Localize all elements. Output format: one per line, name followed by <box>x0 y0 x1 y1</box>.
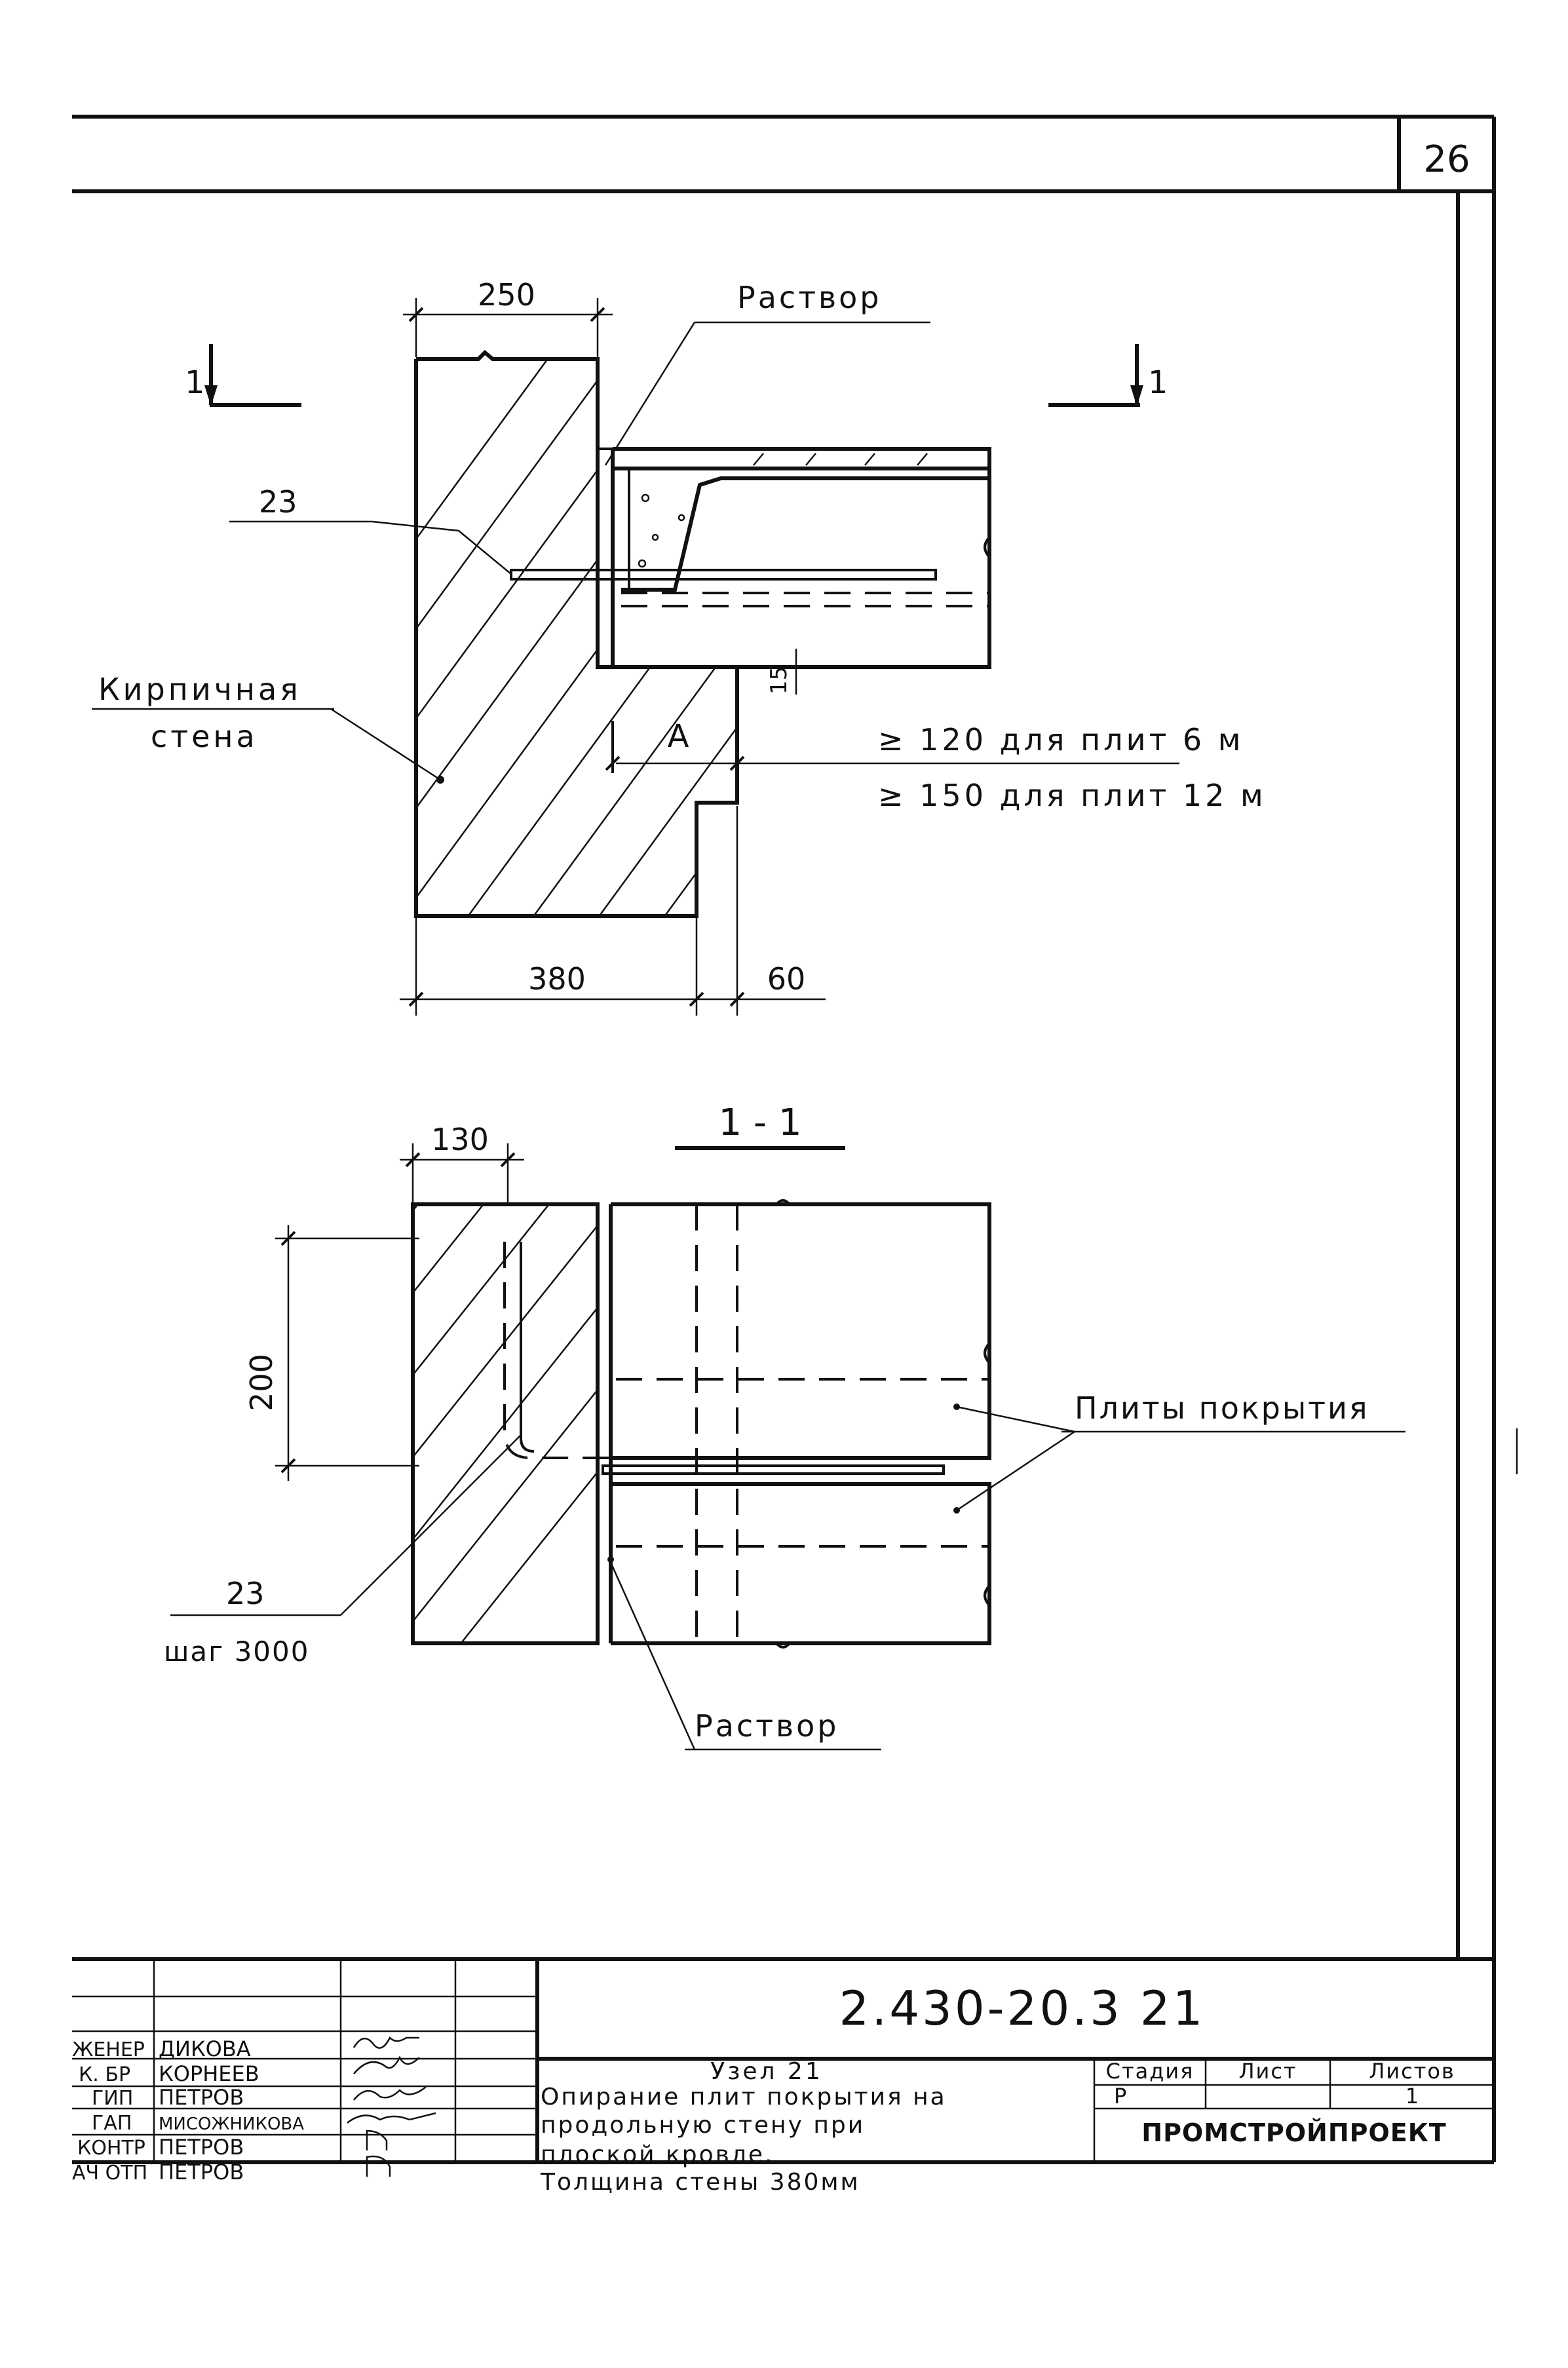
section-mark-right: 1 <box>1048 344 1168 407</box>
note-min-120: ≥ 120 для плит 6 м <box>878 722 1244 757</box>
role-4: ГАП <box>92 2112 132 2135</box>
callout-23-section: 23 <box>226 1576 265 1611</box>
role-3: ГИП <box>92 2087 133 2110</box>
top-detail: 250 Раствор 1 1 23 Кирпичная стена <box>92 277 1267 1016</box>
name-4: МИСОЖНИКОВА <box>159 2114 304 2134</box>
name-6: ПЕТРОВ <box>159 2160 244 2185</box>
dimension-15: 15 <box>766 666 792 695</box>
section-wall-hatch <box>413 1204 598 1643</box>
title-block: 2.430-20.3 21 ЖЕНЕР К. БР ГИП ГАП КОНТР … <box>72 1957 1494 2196</box>
sheets-header: Листов <box>1369 2059 1455 2084</box>
role-5: КОНТР <box>77 2137 145 2160</box>
callout-23-top: 23 <box>259 484 297 520</box>
section-mark-left: 1 <box>185 344 301 407</box>
dimension-380: 380 <box>528 961 586 997</box>
description-line-3: плоской кровле. <box>541 2141 774 2168</box>
role-2: К. БР <box>79 2063 130 2086</box>
name-5: ПЕТРОВ <box>159 2135 244 2160</box>
dimension-250: 250 <box>478 277 535 313</box>
sheet-number: 26 <box>1423 138 1470 181</box>
document-code: 2.430-20.3 21 <box>839 1981 1206 2036</box>
section-title: 1 - 1 <box>718 1101 801 1144</box>
concrete-fill-marks <box>638 453 928 568</box>
role-column: ЖЕНЕР К. БР ГИП ГАП КОНТР АЧ ОТП <box>72 2038 147 2185</box>
slab-lower <box>611 1482 991 1645</box>
svg-text:1: 1 <box>1148 364 1168 401</box>
slab-upper <box>611 1202 991 1460</box>
label-brick-wall-1: Кирпичная <box>98 672 301 707</box>
sheet-header: Лист <box>1238 2059 1297 2084</box>
dimension-130: 130 <box>431 1122 489 1157</box>
node-title: Узел 21 <box>710 2058 823 2085</box>
section-1-1: 1 - 1 130 <box>164 1101 1405 1751</box>
svg-text:1: 1 <box>185 364 205 401</box>
stage-value: Р <box>1114 2084 1126 2109</box>
step-note: шаг 3000 <box>164 1635 309 1668</box>
label-brick-wall-2: стена <box>151 719 258 754</box>
dimension-200: 200 <box>244 1354 279 1411</box>
dimension-60: 60 <box>767 961 806 997</box>
stage-header: Стадия <box>1106 2059 1195 2084</box>
role-1: ЖЕНЕР <box>72 2038 145 2061</box>
name-2: КОРНЕЕВ <box>159 2061 259 2086</box>
label-mortar-section: Раствор <box>695 1708 839 1744</box>
roof-slab <box>613 447 991 669</box>
note-min-150: ≥ 150 для плит 12 м <box>878 778 1267 813</box>
label-A: А <box>668 718 689 755</box>
name-3: ПЕТРОВ <box>159 2085 244 2110</box>
name-1: ДИКОВА <box>159 2036 251 2061</box>
role-6: АЧ ОТП <box>72 2162 147 2185</box>
label-roof-slabs: Плиты покрытия <box>1075 1390 1369 1426</box>
sheets-value: 1 <box>1405 2084 1419 2109</box>
description-line-4: Толщина стены 380мм <box>540 2169 860 2196</box>
description-line-2: продольную стену при <box>541 2112 865 2139</box>
label-mortar-top: Раствор <box>737 280 881 315</box>
name-column: ДИКОВА КОРНЕЕВ ПЕТРОВ МИСОЖНИКОВА ПЕТРОВ… <box>159 2036 304 2185</box>
organization: ПРОМСТРОЙПРОЕКТ <box>1141 2118 1446 2147</box>
signature-column <box>347 2036 436 2177</box>
sheet-frame <box>72 115 1518 2162</box>
description-line-1: Опирание плит покрытия на <box>541 2084 947 2110</box>
